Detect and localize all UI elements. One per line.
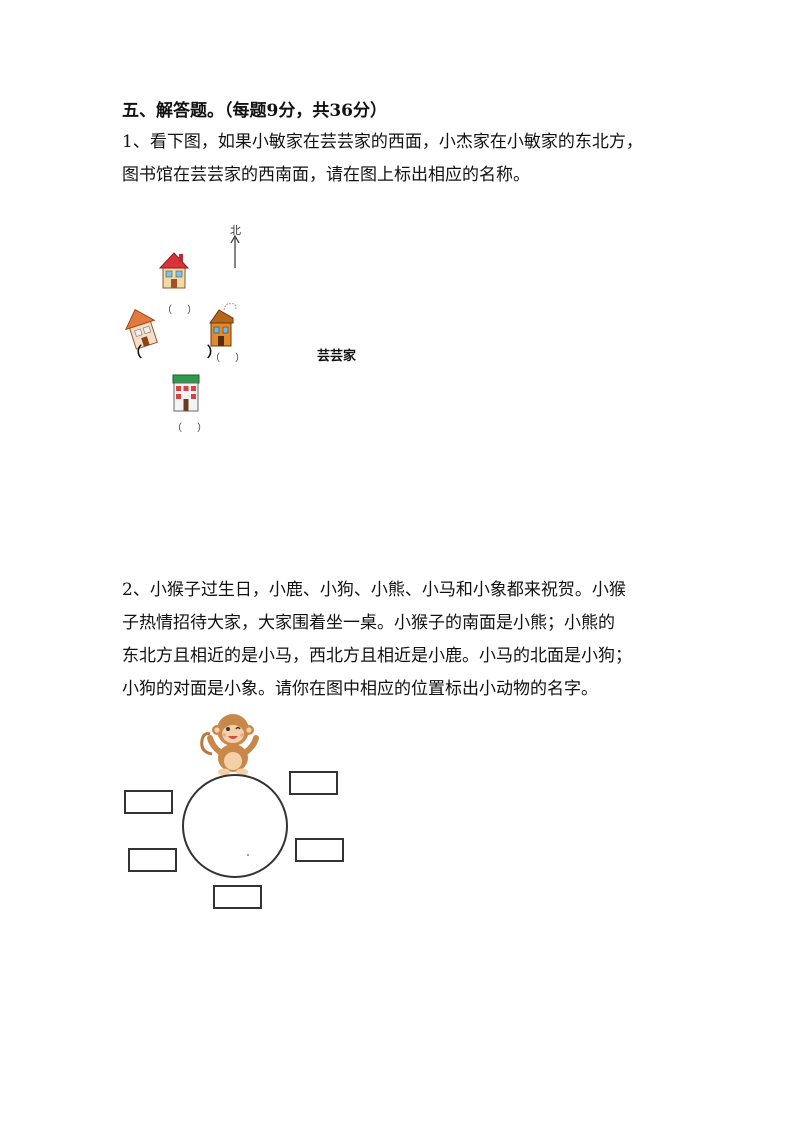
name-box-southwest[interactable] — [128, 848, 177, 872]
question-1-line-2: 图书馆在芸芸家的西南面，请在图上标出相应的名称。 — [122, 165, 530, 185]
name-box-south[interactable] — [213, 885, 262, 909]
paren-top: （ ） — [162, 305, 204, 316]
question-2-line-4: 小狗的对面是小象。请你在图中相应的位置标出小动物的名字。 — [122, 679, 598, 699]
house-top-icon — [158, 252, 190, 289]
question-2-line-2: 子热情招待大家，大家围着坐一桌。小猴子的南面是小熊；小熊的 — [122, 613, 615, 633]
question-2-text: 2、小猴子过生日，小鹿、小狗、小熊、小马和小象都来祝贺。小猴 子热情招待大家，大… — [122, 574, 697, 706]
library-building-icon — [172, 374, 200, 412]
paren-bottom: （ ） — [172, 423, 214, 434]
round-table-icon — [182, 774, 288, 878]
dotted-mark-icon — [223, 303, 237, 311]
section-title: 五、解答题。（每题9分，共36分） — [122, 101, 387, 121]
name-box-southeast[interactable] — [295, 838, 344, 862]
name-box-northwest[interactable] — [124, 790, 173, 814]
question-2-line-1: 2、小猴子过生日，小鹿、小狗、小熊、小马和小象都来祝贺。小猴 — [122, 580, 626, 600]
question-1-line-1: 1、看下图，如果小敏家在芸芸家的西面，小杰家在小敏家的东北方， — [122, 132, 643, 152]
name-box-northeast[interactable] — [289, 771, 338, 795]
yunyun-home-label: 芸芸家 — [317, 349, 357, 364]
north-label: 北 — [230, 224, 241, 237]
paren-left: （ ） — [128, 345, 251, 361]
monkey-icon — [200, 714, 259, 776]
house-left-icon — [124, 308, 158, 350]
question-2-line-3: 东北方且相近的是小马，西北方且相近是小鹿。小马的北面是小狗； — [122, 646, 632, 666]
house-right-icon — [209, 309, 234, 347]
question-1-text: 1、看下图，如果小敏家在芸芸家的西面，小杰家在小敏家的东北方， 图书馆在芸芸家的… — [122, 126, 697, 192]
paren-right: （ ） — [210, 353, 252, 364]
north-arrow-icon — [230, 234, 240, 268]
